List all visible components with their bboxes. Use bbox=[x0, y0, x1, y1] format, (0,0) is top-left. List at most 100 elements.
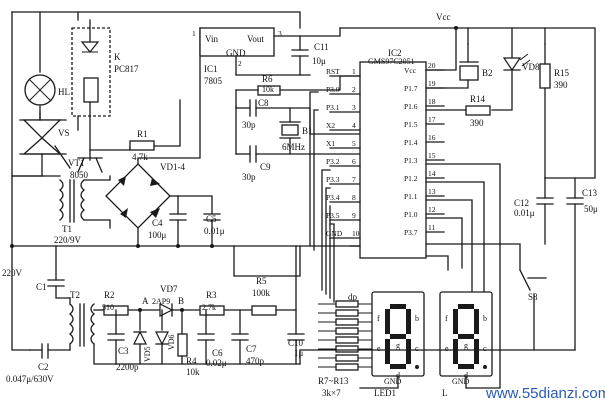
c3-value: 2200p bbox=[116, 362, 139, 372]
ic2-pin-name: P3.3 bbox=[326, 175, 340, 184]
ic2-pin-number: 20 bbox=[428, 61, 436, 70]
ac-input-label: 220V bbox=[2, 268, 23, 278]
ic2-right-pins: 20Vcc19P1.718P1.617P1.516P1.415P1.314P1.… bbox=[404, 61, 445, 237]
regulator-ic1: Vin Vout GND 1 3 2 IC1 7805 C11 10μ R6 1… bbox=[192, 27, 361, 96]
ic2-pin-name: P1.2 bbox=[404, 174, 418, 183]
ic2-pin-number: 9 bbox=[352, 211, 356, 220]
vd7-part: 2AP9 bbox=[152, 297, 170, 306]
node-b-label: B bbox=[178, 296, 184, 306]
ic2-pin-number: 5 bbox=[352, 139, 356, 148]
led2-gnd: GND bbox=[452, 377, 470, 386]
r14-label: R14 bbox=[470, 94, 486, 104]
segment-a bbox=[390, 304, 406, 309]
ic2-pin-number: 6 bbox=[352, 157, 356, 166]
c9-label: C9 bbox=[260, 162, 271, 172]
segment-label: a bbox=[464, 301, 468, 310]
ic2-left-pins: 1RST2P3.03P3.14X25X16P3.27P3.38P3.49P3.5… bbox=[326, 67, 361, 239]
segment-a bbox=[458, 304, 474, 309]
array-resistor-icon bbox=[335, 354, 359, 362]
c2-value: 0.047μ/630V bbox=[6, 374, 54, 384]
ic2-pin-name: P3.0 bbox=[326, 85, 340, 94]
c8-value: 30p bbox=[242, 120, 256, 130]
dp-label: dp bbox=[348, 292, 358, 302]
t2-label: T2 bbox=[70, 290, 80, 300]
c8-label: C8 bbox=[258, 98, 269, 108]
ic2-pin-name: P3.4 bbox=[326, 193, 340, 202]
c11-value: 10μ bbox=[312, 56, 326, 66]
c5-label: C5 bbox=[206, 214, 217, 224]
ic1-part: 7805 bbox=[204, 76, 223, 86]
ic2-pin-number: 18 bbox=[428, 97, 436, 106]
ic2-pin-name: Vcc bbox=[404, 66, 417, 75]
ic2-part: GMS97C2051 bbox=[368, 57, 415, 66]
ic2-pin-number: 10 bbox=[352, 229, 360, 238]
c12-label: C12 bbox=[514, 198, 529, 208]
r2-value: 510 bbox=[102, 303, 114, 312]
c7-value: 470p bbox=[246, 356, 265, 366]
array-resistor-icon bbox=[335, 363, 359, 371]
b1-label: B1 bbox=[302, 126, 313, 136]
ic2-pin-number: 16 bbox=[428, 133, 436, 142]
segment-label: g bbox=[464, 341, 468, 350]
segment-d bbox=[390, 364, 406, 369]
segment-g bbox=[458, 334, 474, 339]
segment-b bbox=[474, 309, 479, 334]
ic2-label: IC2 bbox=[388, 48, 402, 58]
array-resistor-icon bbox=[335, 300, 359, 308]
diode-vd6-icon bbox=[155, 331, 169, 346]
ic2-pin-number: 4 bbox=[352, 121, 356, 130]
ic2-pin-number: 17 bbox=[428, 115, 436, 124]
buzzer-icon bbox=[459, 65, 479, 81]
s8-label: S8 bbox=[528, 292, 538, 302]
segment-label: e bbox=[445, 344, 449, 353]
right-periphery: Vcc B2 VD8 R14 390 R15 390 C12 0. bbox=[339, 12, 598, 351]
r1-label: R1 bbox=[137, 129, 148, 139]
r6-value: 10k bbox=[262, 85, 274, 94]
segment-label: b bbox=[415, 314, 419, 323]
ic2-pin-name: P3.7 bbox=[404, 228, 418, 237]
r5-icon bbox=[251, 305, 277, 316]
c11-label: C11 bbox=[314, 42, 329, 52]
c2-label: C2 bbox=[38, 362, 49, 372]
segment-e bbox=[453, 339, 458, 364]
c13-label: C13 bbox=[582, 188, 598, 198]
ic1-pin3: 3 bbox=[278, 29, 282, 38]
segment-g bbox=[390, 334, 406, 339]
r15-label: R15 bbox=[554, 68, 570, 78]
c4-value: 100μ bbox=[148, 230, 167, 240]
mains-lamp-section: HL VS bbox=[11, 11, 301, 351]
ic2-pin-number: 7 bbox=[352, 175, 356, 184]
c13-value: 50μ bbox=[584, 204, 598, 214]
vd5-label: VD5 bbox=[143, 346, 152, 362]
transistor-vt1: VT1 8050 R1 4.7k bbox=[68, 99, 181, 180]
r14-value: 390 bbox=[470, 118, 484, 128]
c5-value: 0.01μ bbox=[204, 226, 225, 236]
r3-value: 2.7k bbox=[202, 303, 216, 312]
oscillator: C8 30p B1 6MHz C9 30p bbox=[235, 89, 361, 182]
c12-value: 0.01μ bbox=[514, 208, 535, 218]
r7-13-value: 3k×7 bbox=[322, 388, 341, 398]
segment-label: a bbox=[396, 301, 400, 310]
vcc-rail-label: Vcc bbox=[436, 12, 451, 22]
led2-label: L bbox=[442, 388, 448, 398]
segment-f bbox=[385, 309, 390, 334]
ic2-pin-name: P1.3 bbox=[404, 156, 418, 165]
segment-e bbox=[385, 339, 390, 364]
optocoupler-label: K bbox=[114, 52, 121, 62]
node-a-label: A bbox=[142, 296, 149, 306]
ic1-gnd: GND bbox=[226, 48, 246, 58]
r6-label: R6 bbox=[262, 74, 273, 84]
crystal-icon bbox=[281, 124, 299, 136]
optocoupler-part: PC817 bbox=[114, 64, 139, 74]
c10-label: C10 bbox=[288, 338, 304, 348]
r4-label: R4 bbox=[186, 356, 197, 366]
t1-value: 220/9V bbox=[54, 235, 82, 245]
ic1-vout: Vout bbox=[247, 34, 264, 44]
r5-value: 100k bbox=[252, 288, 271, 298]
signal-chain: R2 510 A VD7 2AP9 B R3 2.7k R5 100k C3 2… bbox=[102, 245, 305, 377]
led1-label: LED1 bbox=[374, 388, 396, 398]
c4-label: C4 bbox=[152, 218, 163, 228]
led-vd8-icon bbox=[502, 57, 522, 72]
